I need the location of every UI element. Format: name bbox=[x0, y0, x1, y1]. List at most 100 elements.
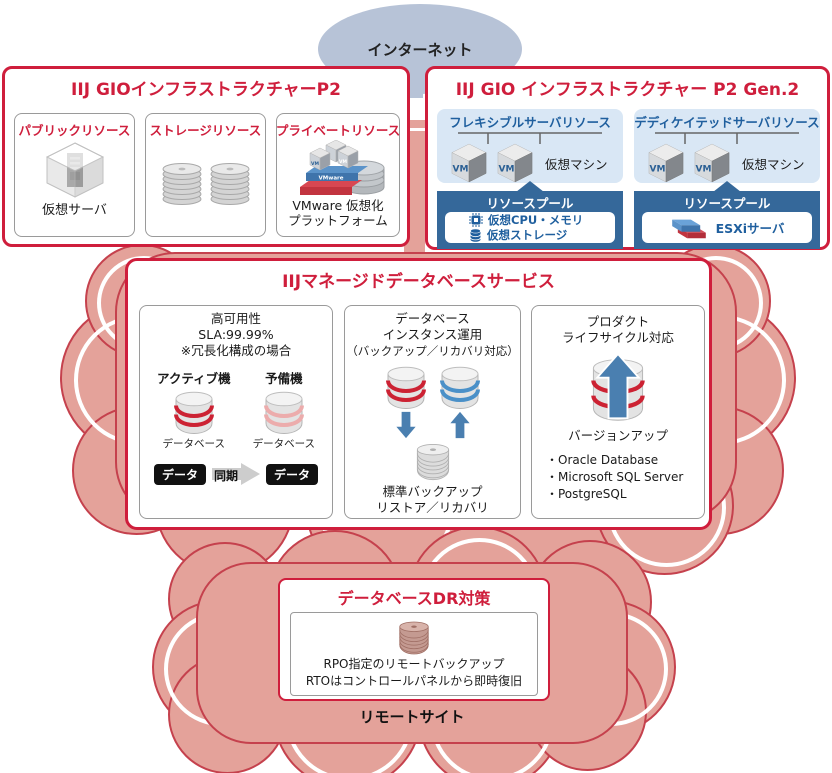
database-label: データベース bbox=[162, 438, 225, 450]
pool-notch bbox=[713, 181, 741, 192]
vm-cube-icon bbox=[451, 143, 487, 183]
dr-line1: RPO指定のリモートバックアップ bbox=[323, 657, 505, 671]
pool-row-storage: 仮想ストレージ bbox=[445, 228, 615, 243]
public-resource-box: パブリックリソース 仮想サーバ bbox=[14, 113, 135, 237]
db-cylinder-icon bbox=[261, 390, 307, 434]
sync-label: 同期 bbox=[214, 469, 239, 483]
tree-connector bbox=[458, 132, 602, 144]
flexible-server-column: フレキシブルサーバリソース 仮想マシン リソースプール 仮想CPU・メモリ bbox=[437, 109, 623, 249]
version-up-icon bbox=[583, 352, 653, 426]
vm-cube-icon bbox=[648, 143, 684, 183]
p2-box: IIJ GIOインフラストラクチャーP2 パブリックリソース 仮想サーバ ストレ… bbox=[2, 66, 410, 247]
gen2-box: IIJ GIO インフラストラクチャー P2 Gen.2 フレキシブルサーバリソ… bbox=[425, 66, 830, 250]
resource-pool-bar: リソースプール 仮想CPU・メモリ 仮想ストレージ bbox=[437, 181, 623, 249]
private-resource-box: プライベートリソース VMware 仮想化 プラットフォーム bbox=[276, 113, 400, 237]
tree-connector bbox=[655, 132, 799, 144]
active-machine: アクティブ機 データベース bbox=[157, 368, 231, 451]
esxi-icon bbox=[670, 214, 708, 242]
vmware-platform-line1: VMware 仮想化 bbox=[292, 198, 384, 213]
resource-pool-title: リソースプール bbox=[486, 196, 574, 211]
dr-title: データベースDR対策 bbox=[337, 589, 491, 608]
product-item: ・PostgreSQL bbox=[546, 487, 627, 501]
server-cube-icon bbox=[43, 141, 107, 199]
gen2-title: IIJ GIO インフラストラクチャー P2 Gen.2 bbox=[455, 80, 800, 100]
internet-label: インターネット bbox=[367, 40, 473, 59]
active-machine-label: アクティブ機 bbox=[156, 371, 231, 386]
ops-db-row bbox=[383, 365, 483, 409]
storage-icon bbox=[469, 228, 482, 243]
managed-db-title: IIJマネージドデータベースサービス bbox=[282, 272, 555, 292]
flexible-server-panel: フレキシブルサーバリソース 仮想マシン bbox=[437, 109, 623, 183]
standby-machine: 予備機 データベース bbox=[253, 368, 315, 451]
database-label: データベース bbox=[252, 438, 316, 450]
private-resource-title: プライベートリソース bbox=[275, 123, 401, 138]
pool-notch bbox=[516, 181, 544, 192]
cpu-icon bbox=[469, 213, 483, 227]
vm-cube-icon bbox=[497, 143, 533, 183]
public-resource-title: パブリックリソース bbox=[18, 123, 131, 138]
data-badge: データ bbox=[266, 463, 319, 485]
esxi-server-label: ESXiサーバ bbox=[715, 221, 785, 236]
vmware-platform-label: VMware 仮想化 プラットフォーム bbox=[288, 198, 388, 228]
ops-line2: インスタンス運用 bbox=[382, 327, 483, 342]
p2-title: IIJ GIOインフラストラクチャーP2 bbox=[71, 80, 341, 100]
pool-row-esxi: ESXiサーバ bbox=[642, 212, 812, 243]
dedicated-server-title: デディケイテッドサーバリソース bbox=[634, 115, 820, 130]
data-sync-row: データ 同期 データ bbox=[153, 461, 319, 487]
ha-panel: 高可用性 SLA:99.99% ※冗長化構成の場合 アクティブ機 データベース … bbox=[139, 305, 333, 519]
vm-label: 仮想マシン bbox=[545, 156, 608, 172]
db-cylinder-icon bbox=[437, 365, 483, 409]
ha-line3: ※冗長化構成の場合 bbox=[180, 343, 292, 358]
version-up-label: バージョンアップ bbox=[568, 428, 668, 443]
db-cylinder-icon bbox=[383, 365, 429, 409]
sync-arrow: 同期 bbox=[210, 461, 262, 487]
vmware-stack-icon bbox=[290, 140, 386, 198]
lifecycle-line1: プロダクト bbox=[586, 314, 650, 329]
managed-db-box: IIJマネージドデータベースサービス 高可用性 SLA:99.99% ※冗長化構… bbox=[125, 258, 712, 530]
dedicated-server-column: デディケイテッドサーバリソース 仮想マシン リソースプール ESXiサーバ bbox=[634, 109, 820, 249]
product-list: ・Oracle Database ・Microsoft SQL Server ・… bbox=[546, 452, 683, 503]
remote-backup-disk-icon bbox=[395, 618, 433, 656]
backup-restore-arrows bbox=[383, 411, 483, 439]
backup-disk-icon bbox=[412, 441, 454, 481]
dedicated-server-panel: デディケイテッドサーバリソース 仮想マシン bbox=[634, 109, 820, 183]
data-badge: データ bbox=[153, 463, 206, 485]
pool-contents: 仮想CPU・メモリ 仮想ストレージ bbox=[445, 212, 615, 243]
backup-caption1: 標準バックアップ bbox=[382, 484, 483, 499]
product-item: ・Oracle Database bbox=[546, 453, 659, 467]
cloud-white-arc bbox=[404, 128, 425, 131]
vm-row: 仮想マシン bbox=[634, 143, 820, 183]
ha-line1: 高可用性 bbox=[210, 311, 261, 326]
storage-resource-box: ストレージリソース bbox=[145, 113, 266, 237]
db-cylinder-icon bbox=[171, 390, 217, 434]
vm-cube-icon bbox=[694, 143, 730, 183]
virtual-server-label: 仮想サーバ bbox=[42, 203, 107, 218]
dr-box: データベースDR対策 RPO指定のリモートバックアップ RTOはコントロールパネ… bbox=[278, 578, 550, 701]
storage-resource-title: ストレージリソース bbox=[149, 123, 262, 138]
ops-line3: （バックアップ／リカバリ対応） bbox=[346, 344, 519, 358]
vm-row: 仮想マシン bbox=[437, 143, 623, 183]
virtual-cpu-memory-label: 仮想CPU・メモリ bbox=[488, 212, 584, 227]
backup-caption2: リストア／リカバリ bbox=[376, 500, 489, 515]
flexible-server-title: フレキシブルサーバリソース bbox=[449, 115, 611, 130]
resource-pool-bar: リソースプール ESXiサーバ bbox=[634, 181, 820, 249]
resource-pool-title: リソースプール bbox=[683, 196, 771, 211]
dr-line2: RTOはコントロールパネルから即時復旧 bbox=[305, 674, 523, 688]
ha-line2: SLA:99.99% bbox=[198, 327, 274, 342]
lifecycle-panel: プロダクト ライフサイクル対応 バージョンアップ ・Oracle Databas… bbox=[531, 305, 705, 519]
disk-array-icon bbox=[162, 163, 249, 205]
pool-contents: ESXiサーバ bbox=[642, 212, 812, 243]
dr-inner-box: RPO指定のリモートバックアップ RTOはコントロールパネルから即時復旧 bbox=[290, 612, 538, 696]
up-arrow-icon bbox=[449, 411, 470, 439]
ops-line1: データベース bbox=[395, 311, 470, 326]
pool-row-cpu: 仮想CPU・メモリ bbox=[445, 213, 615, 228]
db-machines: アクティブ機 データベース 予備機 データベース bbox=[157, 368, 315, 451]
lifecycle-line2: ライフサイクル対応 bbox=[562, 330, 674, 345]
remote-site-label: リモートサイト bbox=[359, 708, 465, 726]
vmware-platform-line2: プラットフォーム bbox=[288, 213, 388, 228]
instance-ops-panel: データベース インスタンス運用 （バックアップ／リカバリ対応） 標準バックアップ… bbox=[344, 305, 521, 519]
product-item: ・Microsoft SQL Server bbox=[546, 470, 684, 484]
vm-label: 仮想マシン bbox=[742, 156, 805, 172]
virtual-storage-label: 仮想ストレージ bbox=[487, 227, 568, 242]
